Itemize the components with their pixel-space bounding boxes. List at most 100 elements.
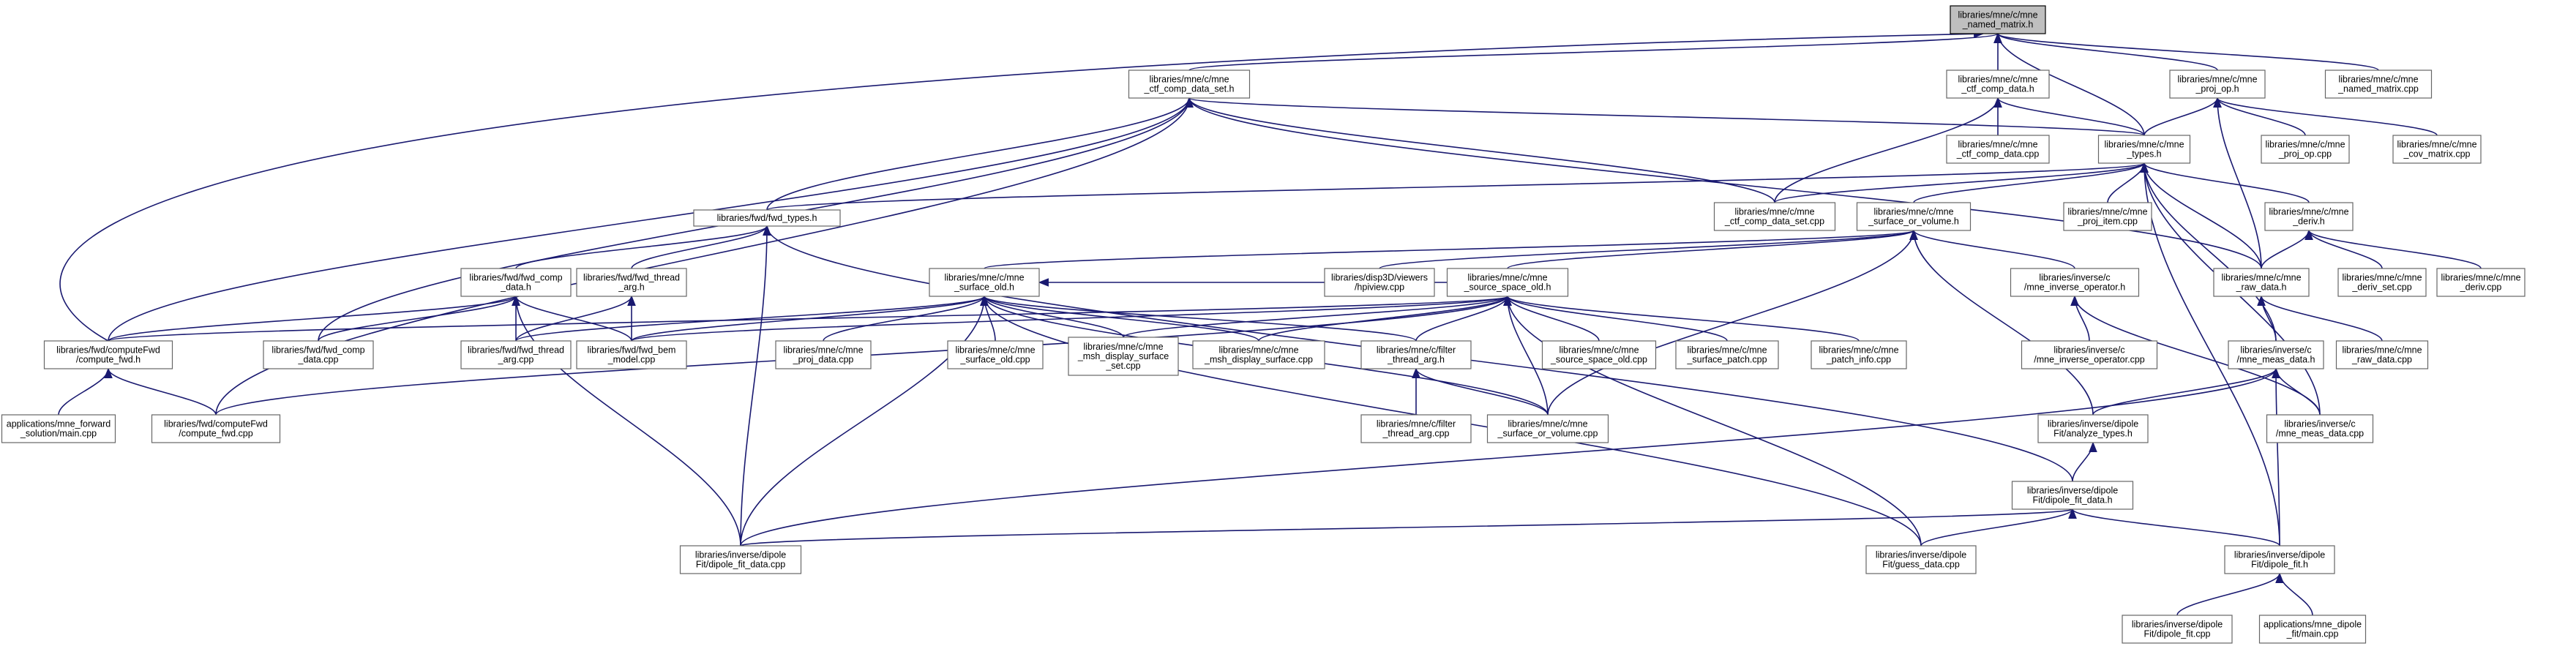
node-root[interactable]: libraries/mne/c/mne_named_matrix.h [1950, 5, 2046, 34]
node-dfd_cpp[interactable]: libraries/inverse/dipoleFit/dipole_fit_d… [679, 545, 802, 574]
node-patch_info[interactable]: libraries/mne/c/mne_patch_info.cpp [1811, 340, 1907, 369]
node-fwd_types[interactable]: libraries/fwd/fwd_types.h [693, 209, 841, 227]
node-fwd_comp_cpp[interactable]: libraries/fwd/fwd_comp_data.cpp [263, 340, 374, 369]
node-fwd_thread_h[interactable]: libraries/fwd/fwd_thread_arg.h [576, 268, 687, 297]
node-label-filter_cpp-line-0: libraries/mne/c/filter [1377, 419, 1456, 429]
node-label-surf_patch-line-1: _surface_patch.cpp [1686, 355, 1767, 365]
node-cov_cpp[interactable]: libraries/mne/c/mne_cov_matrix.cpp [2392, 135, 2482, 164]
node-label-ctf_cpp-line-1: _ctf_comp_data.cpp [1956, 149, 2040, 159]
node-box-meas_cpp [2266, 414, 2374, 443]
node-ctf_h[interactable]: libraries/mne/c/mne_ctf_comp_data.h [1946, 70, 2050, 99]
node-surf_old_h[interactable]: libraries/mne/c/mne_surface_old.h [929, 268, 1040, 297]
node-label-projop_cpp-line-0: libraries/mne/c/mne [2265, 140, 2345, 150]
node-hpiview[interactable]: libraries/disp3D/viewers/hpiview.cpp [1324, 268, 1435, 297]
node-bem_model[interactable]: libraries/fwd/fwd_bem_model.cpp [576, 340, 687, 369]
node-box-src_old_cpp [1541, 340, 1657, 369]
edge-cov_cpp-to-projop_h [2213, 97, 2438, 136]
node-dfit_cpp[interactable]: libraries/inverse/dipoleFit/dipole_fit.c… [2122, 615, 2233, 644]
edge-raw_h-to-ctf_set_h [1185, 97, 2262, 269]
node-label-types_h-line-1: _types.h [2126, 149, 2161, 159]
edge-msh_set-to-src_old_h [1123, 295, 1512, 338]
edge-analyze_h-to-surf_vol_h [1909, 229, 2094, 416]
node-src_old_h[interactable]: libraries/mne/c/mne_source_space_old.h [1446, 268, 1569, 297]
node-msh_set[interactable]: libraries/mne/c/mne_msh_display_surface_… [1068, 337, 1179, 376]
node-box-types_h [2097, 135, 2191, 164]
node-box-filter_cpp [1360, 414, 1472, 443]
node-filter_cpp[interactable]: libraries/mne/c/filter_thread_arg.cpp [1360, 414, 1472, 443]
node-meas_h[interactable]: libraries/inverse/c/mne_meas_data.h [2228, 340, 2324, 369]
node-label-named_cpp-line-1: _named_matrix.cpp [2337, 84, 2419, 94]
node-label-fwd_comp_h-line-1: _data.h [500, 282, 531, 293]
node-label-surf_old_h-line-0: libraries/mne/c/mne [944, 273, 1024, 283]
node-label-dfit_h-line-0: libraries/inverse/dipole [2234, 550, 2325, 560]
node-raw_cpp[interactable]: libraries/mne/c/mne_raw_data.cpp [2335, 340, 2429, 369]
node-box-fwd_types [693, 209, 841, 227]
node-label-surf_vol_h-line-0: libraries/mne/c/mne [1873, 207, 1953, 217]
node-named_cpp[interactable]: libraries/mne/c/mne_named_matrix.cpp [2324, 70, 2433, 99]
node-filter_h[interactable]: libraries/mne/c/filter_thread_arg.h [1360, 340, 1472, 369]
node-thread_arg_cpp[interactable]: libraries/fwd/fwd_thread_arg.cpp [460, 340, 572, 369]
node-fwd_main[interactable]: applications/mne_forward_solution/main.c… [1, 414, 116, 443]
node-label-cfwd_h-line-0: libraries/fwd/computeFwd [56, 345, 160, 356]
node-label-msh_set-line-0: libraries/mne/c/mne [1083, 342, 1163, 352]
node-label-root-line-1: _named_matrix.h [1962, 20, 2034, 30]
node-raw_h[interactable]: libraries/mne/c/mne_raw_data.h [2213, 268, 2310, 297]
node-guess[interactable]: libraries/inverse/dipoleFit/guess_data.c… [1865, 545, 1977, 574]
node-box-thread_arg_cpp [460, 340, 572, 369]
node-ctf_set_h[interactable]: libraries/mne/c/mne_ctf_comp_data_set.h [1128, 70, 1251, 99]
edge-types_h-to-ctf_h [1993, 97, 2145, 136]
node-fwd_comp_h[interactable]: libraries/fwd/fwd_comp_data.h [460, 268, 572, 297]
node-surf_old_cpp[interactable]: libraries/mne/c/mne_surface_old.cpp [947, 340, 1044, 369]
node-msh_disp[interactable]: libraries/mne/c/mne_msh_display_surface.… [1192, 340, 1325, 369]
node-src_old_cpp[interactable]: libraries/mne/c/mne_source_space_old.cpp [1541, 340, 1657, 369]
node-surf_vol_cpp[interactable]: libraries/mne/c/mne_surface_or_volume.cp… [1486, 414, 1609, 443]
node-box-fwd_comp_cpp [263, 340, 374, 369]
edge-thread_arg_cpp-to-fwd_thread_h [515, 295, 636, 342]
node-label-root-line-0: libraries/mne/c/mne [1958, 10, 2037, 20]
node-box-dfd_h [2011, 481, 2134, 510]
node-dfd_h[interactable]: libraries/inverse/dipoleFit/dipole_fit_d… [2011, 481, 2134, 510]
node-label-cov_cpp-line-0: libraries/mne/c/mne [2397, 140, 2476, 150]
edge-raw_h-to-types_h [2140, 162, 2262, 269]
node-surf_vol_h[interactable]: libraries/mne/c/mne_surface_or_volume.h [1856, 202, 1972, 231]
node-ctf_cpp[interactable]: libraries/mne/c/mne_ctf_comp_data.cpp [1946, 135, 2050, 164]
node-dfit_main[interactable]: applications/mne_dipole_fit/main.cpp [2258, 615, 2367, 644]
node-analyze_h[interactable]: libraries/inverse/dipoleFit/analyze_type… [2037, 414, 2149, 443]
node-proj_item[interactable]: libraries/mne/c/mne_proj_item.cpp [2063, 202, 2152, 231]
node-box-analyze_h [2037, 414, 2149, 443]
node-label-dfit_h-line-1: Fit/dipole_fit.h [2251, 560, 2308, 570]
node-inv_op_h[interactable]: libraries/inverse/c/mne_inverse_operator… [2010, 268, 2140, 297]
node-box-inv_op_h [2010, 268, 2140, 297]
node-projop_h[interactable]: libraries/mne/c/mne_proj_op.h [2169, 70, 2266, 99]
edge-msh_set-to-surf_old_h [980, 295, 1124, 338]
node-label-filter_h-line-1: _thread_arg.h [1387, 355, 1445, 365]
node-cfwd_h[interactable]: libraries/fwd/computeFwd/compute_fwd.h [43, 340, 173, 369]
node-meas_cpp[interactable]: libraries/inverse/c/mne_meas_data.cpp [2266, 414, 2374, 443]
node-label-cfwd_h-line-1: /compute_fwd.h [76, 355, 141, 365]
node-label-patch_info-line-0: libraries/mne/c/mne [1819, 345, 1898, 356]
node-label-hpiview-line-0: libraries/disp3D/viewers [1331, 273, 1428, 283]
node-label-fwd_comp_cpp-line-1: _data.cpp [298, 355, 339, 365]
node-label-thread_arg_cpp-line-0: libraries/fwd/fwd_thread [468, 345, 564, 356]
node-deriv_cpp[interactable]: libraries/mne/c/mne_deriv.cpp [2436, 268, 2526, 297]
edge-cfwd_h-to-fwd_comp_h [108, 295, 520, 342]
node-projop_cpp[interactable]: libraries/mne/c/mne_proj_op.cpp [2261, 135, 2350, 164]
edge-dfit_h-to-meas_h [2272, 367, 2280, 547]
edge-proj_data-to-surf_old_h [823, 295, 989, 342]
node-deriv_set[interactable]: libraries/mne/c/mne_deriv_set.cpp [2337, 268, 2427, 297]
node-cfwd_cpp[interactable]: libraries/fwd/computeFwd/compute_fwd.cpp [151, 414, 281, 443]
node-proj_data[interactable]: libraries/mne/c/mne_proj_data.cpp [775, 340, 872, 369]
node-label-fwd_types-line-0: libraries/fwd/fwd_types.h [717, 213, 817, 223]
node-label-meas_cpp-line-0: libraries/inverse/c [2284, 419, 2355, 429]
node-types_h[interactable]: libraries/mne/c/mne_types.h [2097, 135, 2191, 164]
node-ctf_set_cpp[interactable]: libraries/mne/c/mne_ctf_comp_data_set.cp… [1713, 202, 1836, 231]
node-deriv_h[interactable]: libraries/mne/c/mne_deriv.h [2264, 202, 2354, 231]
node-inv_op_cpp[interactable]: libraries/inverse/c/mne_inverse_operator… [2021, 340, 2158, 369]
node-label-meas_cpp-line-1: /mne_meas_data.cpp [2276, 429, 2364, 439]
node-surf_patch[interactable]: libraries/mne/c/mne_surface_patch.cpp [1675, 340, 1779, 369]
node-label-meas_h-line-0: libraries/inverse/c [2240, 345, 2311, 356]
edge-named_cpp-to-root [1993, 32, 2379, 71]
node-label-deriv_h-line-1: _deriv.h [2292, 217, 2325, 227]
